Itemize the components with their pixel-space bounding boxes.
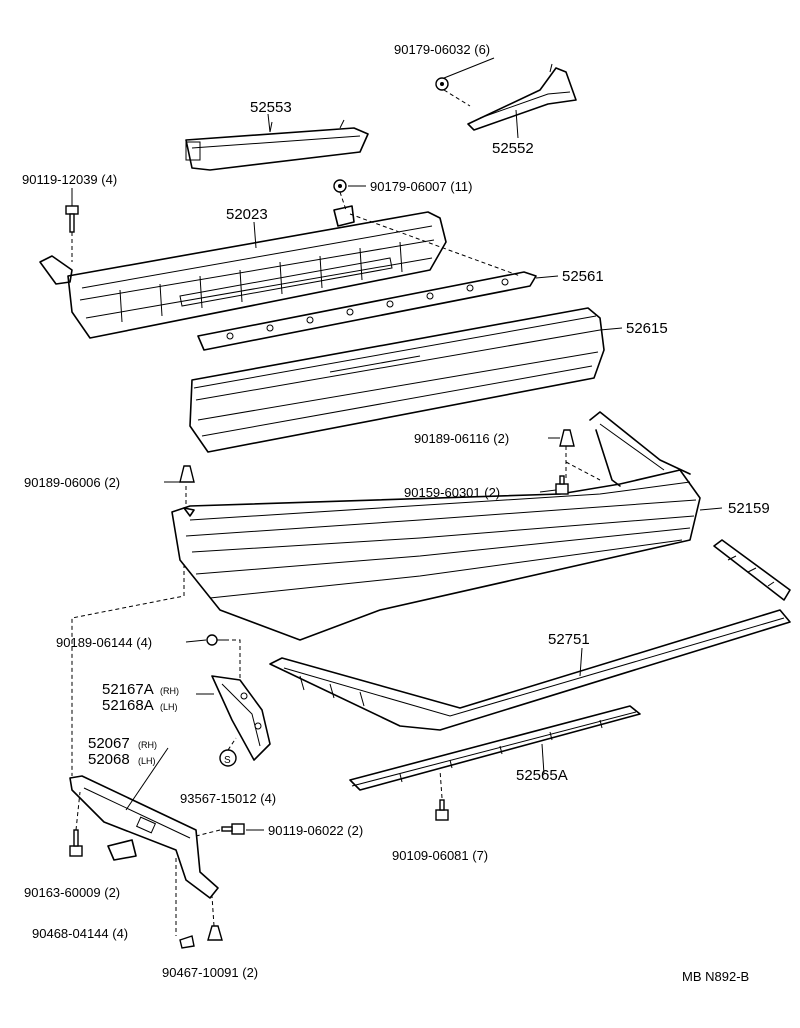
- fastener-90189-06116: [559, 429, 575, 447]
- diagram-code: MB N892-B: [682, 969, 749, 984]
- reinforcement-52023: [39, 205, 447, 339]
- label-52159: 52159: [728, 500, 770, 517]
- fastener-90109-06081: [435, 799, 449, 821]
- fastener-90179-06032: [435, 77, 449, 91]
- fastener-90467-10091: [207, 925, 223, 941]
- label-52565A: 52565A: [516, 767, 568, 784]
- label-90119-12039: 90119-12039 (4): [22, 172, 117, 187]
- label-52023: 52023: [226, 206, 268, 223]
- moulding-52751: [269, 539, 791, 731]
- label-90109-06081: 90109-06081 (7): [392, 848, 488, 863]
- retainer-52552: [467, 63, 577, 131]
- label-52552: 52552: [492, 140, 534, 157]
- fastener-90189-06144: [206, 634, 226, 646]
- label-52561: 52561: [562, 268, 604, 285]
- label-90163-60009: 90163-60009 (2): [24, 885, 120, 900]
- label-90159-60301: 90159-60301 (2): [404, 485, 500, 500]
- leader-lines: [71, 57, 723, 831]
- label-52067: 52067: [88, 735, 130, 752]
- label-90189-06116: 90189-06116 (2): [414, 431, 509, 446]
- s-marker: S: [224, 755, 231, 766]
- label-90468-04144: 90468-04144 (4): [32, 926, 128, 941]
- fastener-90179-06007: [333, 179, 347, 193]
- fastener-90159-60301: [555, 475, 569, 495]
- fastener-90163-60009: [69, 829, 83, 857]
- label-52168A-lh: (LH): [160, 702, 178, 712]
- label-90119-06022: 90119-06022 (2): [268, 823, 363, 838]
- label-90179-06007: 90179-06007 (11): [370, 179, 472, 194]
- part-labels: 90179-06032 (6) 52553 52552 90119-12039 …: [22, 42, 770, 984]
- label-93567-15012: 93567-15012 (4): [180, 791, 276, 806]
- fastener-90189-06006: [179, 465, 195, 483]
- label-52167A: 52167A: [102, 681, 154, 698]
- label-52068-lh: (LH): [138, 756, 156, 766]
- retainer-52561: [197, 271, 537, 351]
- retainer-52553: [185, 119, 369, 171]
- label-52168A: 52168A: [102, 697, 154, 714]
- label-52068: 52068: [88, 751, 130, 768]
- label-52615: 52615: [626, 320, 668, 337]
- strip-52565A: [349, 705, 641, 791]
- label-52751: 52751: [548, 631, 590, 648]
- fastener-90119-06022: [221, 823, 245, 835]
- bracket-52167A: [211, 675, 271, 761]
- assembly-lines: [71, 89, 601, 936]
- label-90189-06144: 90189-06144 (4): [56, 635, 152, 650]
- fastener-90119-12039: [65, 205, 79, 233]
- label-90189-06006: 90189-06006 (2): [24, 475, 120, 490]
- label-90467-10091: 90467-10091 (2): [162, 965, 258, 980]
- absorber-52615: [189, 307, 605, 453]
- label-52553: 52553: [250, 99, 292, 116]
- label-52067-rh: (RH): [138, 740, 157, 750]
- fastener-90468-04144: [179, 935, 195, 949]
- bracket-52067: [69, 775, 219, 899]
- label-52167A-rh: (RH): [160, 686, 179, 696]
- label-90179-06032: 90179-06032 (6): [394, 42, 490, 57]
- bumper-cover-52159: [171, 411, 701, 641]
